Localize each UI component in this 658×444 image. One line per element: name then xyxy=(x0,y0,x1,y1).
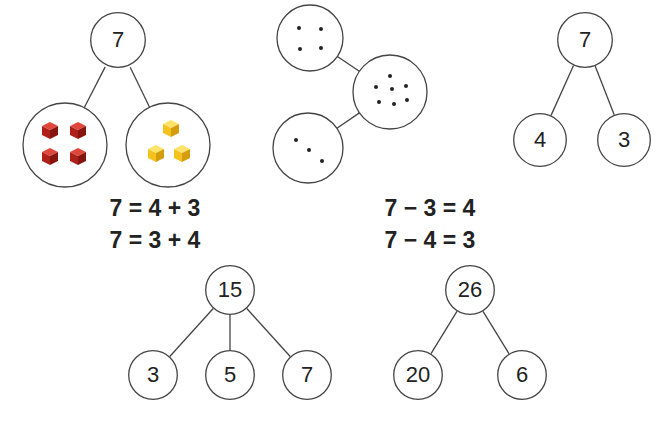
number-text: 15 xyxy=(218,279,242,301)
link-line xyxy=(337,113,360,128)
link-line xyxy=(130,67,149,107)
number-circle: 15 xyxy=(205,265,255,315)
number-text: 5 xyxy=(224,364,236,386)
number-text: 3 xyxy=(147,364,159,386)
yellow-cube xyxy=(148,145,164,162)
link-line xyxy=(431,311,457,353)
dots xyxy=(294,26,409,163)
dot-circle xyxy=(353,55,427,129)
red-cube xyxy=(70,148,86,165)
number-text: 7 xyxy=(301,364,313,386)
link-line xyxy=(170,309,213,357)
dot-circle xyxy=(273,113,343,183)
yellow-cube xyxy=(174,145,190,162)
equation: 7 − 4 = 3 xyxy=(385,228,476,253)
red-cube xyxy=(70,122,86,139)
equation: 7 − 3 = 4 xyxy=(385,196,476,221)
cube-circle xyxy=(126,103,210,187)
number-circle: 7 xyxy=(282,350,332,400)
number-circle: 7 xyxy=(90,12,146,68)
cube-circle xyxy=(23,103,107,187)
link-line xyxy=(247,309,290,357)
number-circle: 3 xyxy=(128,350,178,400)
number-text: 7 xyxy=(112,29,124,51)
number-circle: 6 xyxy=(497,350,547,400)
number-circle: 7 xyxy=(557,12,613,68)
dot-circle xyxy=(277,5,343,71)
number-text: 7 xyxy=(579,29,591,51)
link-line xyxy=(595,66,614,115)
number-circle: 4 xyxy=(513,113,567,167)
link-line xyxy=(84,67,105,108)
equation: 7 = 4 + 3 xyxy=(110,196,201,221)
number-text: 20 xyxy=(406,364,430,386)
link-line xyxy=(483,311,509,353)
red-cube xyxy=(42,148,58,165)
number-circle: 26 xyxy=(445,265,495,315)
equation: 7 = 3 + 4 xyxy=(110,228,201,253)
number-text: 26 xyxy=(458,279,482,301)
number-circle: 20 xyxy=(393,350,443,400)
number-circle: 5 xyxy=(205,350,255,400)
yellow-cube xyxy=(163,120,179,137)
number-text: 6 xyxy=(516,364,528,386)
number-text: 4 xyxy=(534,129,546,151)
red-cube xyxy=(42,122,58,139)
link-line xyxy=(337,57,359,72)
link-line xyxy=(229,315,230,350)
link-line xyxy=(551,66,573,116)
number-circle: 3 xyxy=(597,113,651,167)
number-text: 3 xyxy=(618,129,630,151)
